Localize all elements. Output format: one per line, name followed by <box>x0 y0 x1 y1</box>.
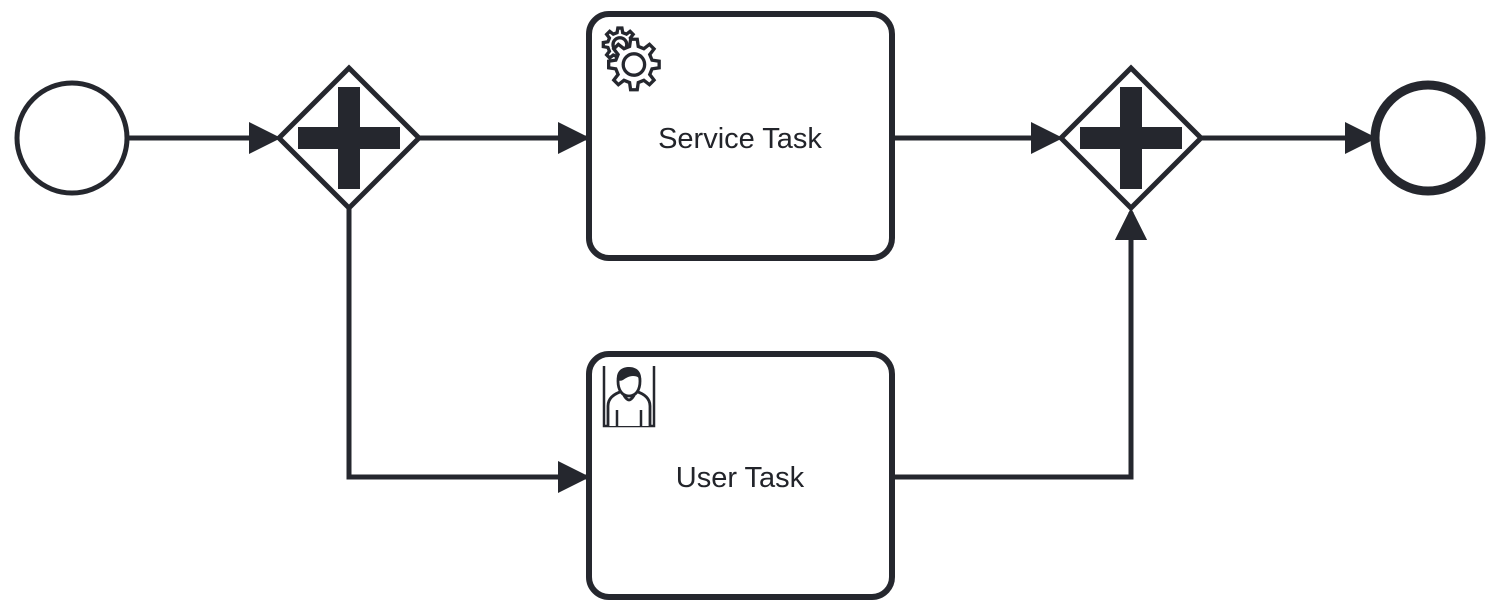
sequence-flow-user-task-to-join[interactable] <box>892 208 1147 480</box>
gears-icon <box>601 26 661 92</box>
end-event[interactable] <box>1370 80 1486 196</box>
flow-line <box>346 208 586 480</box>
sequence-flow-join-to-end[interactable] <box>1201 122 1377 154</box>
arrowhead-right-icon <box>1031 122 1063 154</box>
start-event-circle <box>14 80 130 196</box>
user-icon <box>602 366 656 428</box>
user-task-label: User Task <box>676 462 805 494</box>
service-task-box <box>586 11 895 261</box>
service-task-label: Service Task <box>658 123 822 155</box>
user-task-box <box>586 351 895 600</box>
plus-icon <box>298 87 400 189</box>
arrowhead-right-icon <box>558 461 590 493</box>
user-task[interactable]: User Task <box>586 351 895 600</box>
sequence-flow-start-to-split[interactable] <box>127 122 281 154</box>
parallel-gateway-split[interactable] <box>275 64 423 212</box>
parallel-gateway-join[interactable] <box>1057 64 1205 212</box>
start-event[interactable] <box>14 80 130 196</box>
arrowhead-right-icon <box>558 122 590 154</box>
flow-line <box>892 212 1134 480</box>
sequence-flow-split-to-service-task[interactable] <box>419 122 590 154</box>
sequence-flow-split-to-user-task[interactable] <box>346 208 590 493</box>
arrowhead-right-icon <box>249 122 281 154</box>
service-task[interactable]: Service Task <box>586 11 895 261</box>
plus-icon <box>1080 87 1182 189</box>
end-event-circle <box>1370 80 1486 196</box>
arrowhead-up-icon <box>1115 208 1147 240</box>
sequence-flow-service-task-to-join[interactable] <box>892 122 1063 154</box>
arrowhead-right-icon <box>1345 122 1377 154</box>
